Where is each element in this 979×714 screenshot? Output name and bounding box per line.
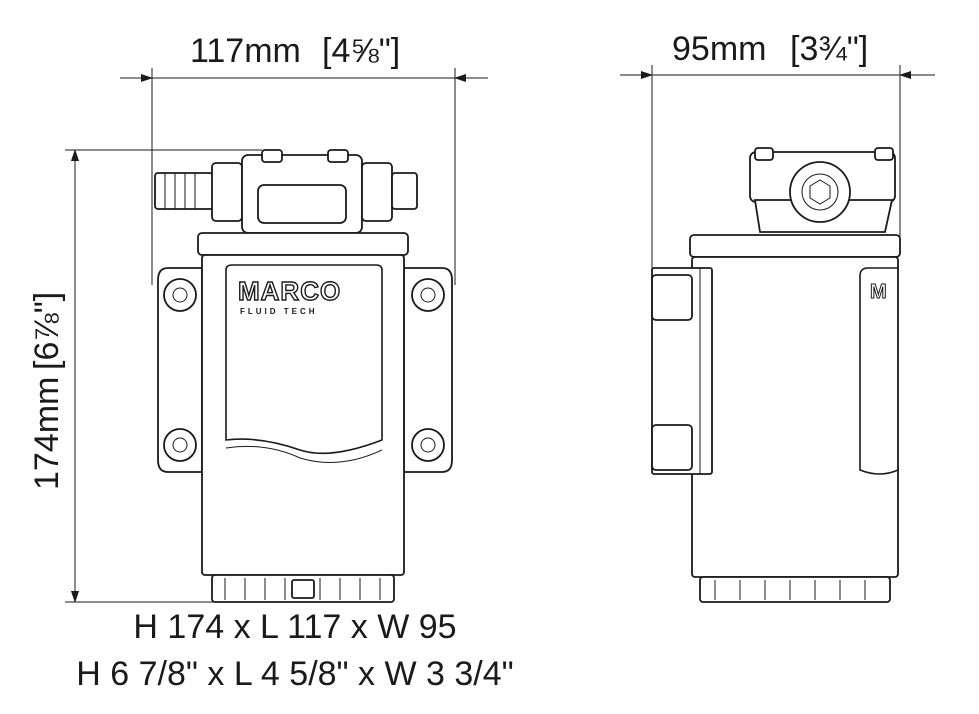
side-view: 95mm [3¾"] M	[620, 30, 935, 603]
height-dimension: 174mm [6⅞"]	[28, 149, 79, 603]
hose-barb	[154, 172, 214, 210]
base	[699, 576, 891, 603]
fitting-nut	[211, 162, 243, 222]
front-view: 117mm [4⅝"] 174mm [6⅞"]	[28, 32, 488, 603]
caption-metric: H 174 x L 117 x W 95	[133, 608, 457, 646]
width-mm-label: 95mm	[672, 30, 766, 68]
fitting-nut	[361, 162, 393, 222]
caption-imperial: H 6 7/8" x L 4 5/8" x W 3 3/4"	[76, 655, 514, 693]
label-panel	[225, 264, 383, 455]
mount-ear-left	[157, 267, 203, 473]
flange	[689, 234, 901, 258]
length-inch-label: [4⅝"]	[322, 32, 400, 70]
length-mm-label: 117mm	[190, 32, 301, 70]
logo-marco: MARCO	[238, 276, 341, 306]
length-dimension: 117mm [4⅝"]	[120, 32, 488, 82]
port-fitting	[789, 161, 851, 223]
flange	[197, 232, 409, 256]
mount-ear-right	[403, 267, 453, 473]
logo-subtitle: FLUID TECH	[240, 307, 318, 316]
width-dimension: 95mm [3¾"]	[620, 30, 935, 79]
height-inch-label: [6⅞"]	[28, 292, 66, 370]
height-mm-label: 174mm	[28, 377, 66, 490]
motor-body	[691, 256, 899, 578]
logo-partial: M	[870, 281, 887, 303]
width-inch-label: [3¾"]	[790, 30, 868, 68]
